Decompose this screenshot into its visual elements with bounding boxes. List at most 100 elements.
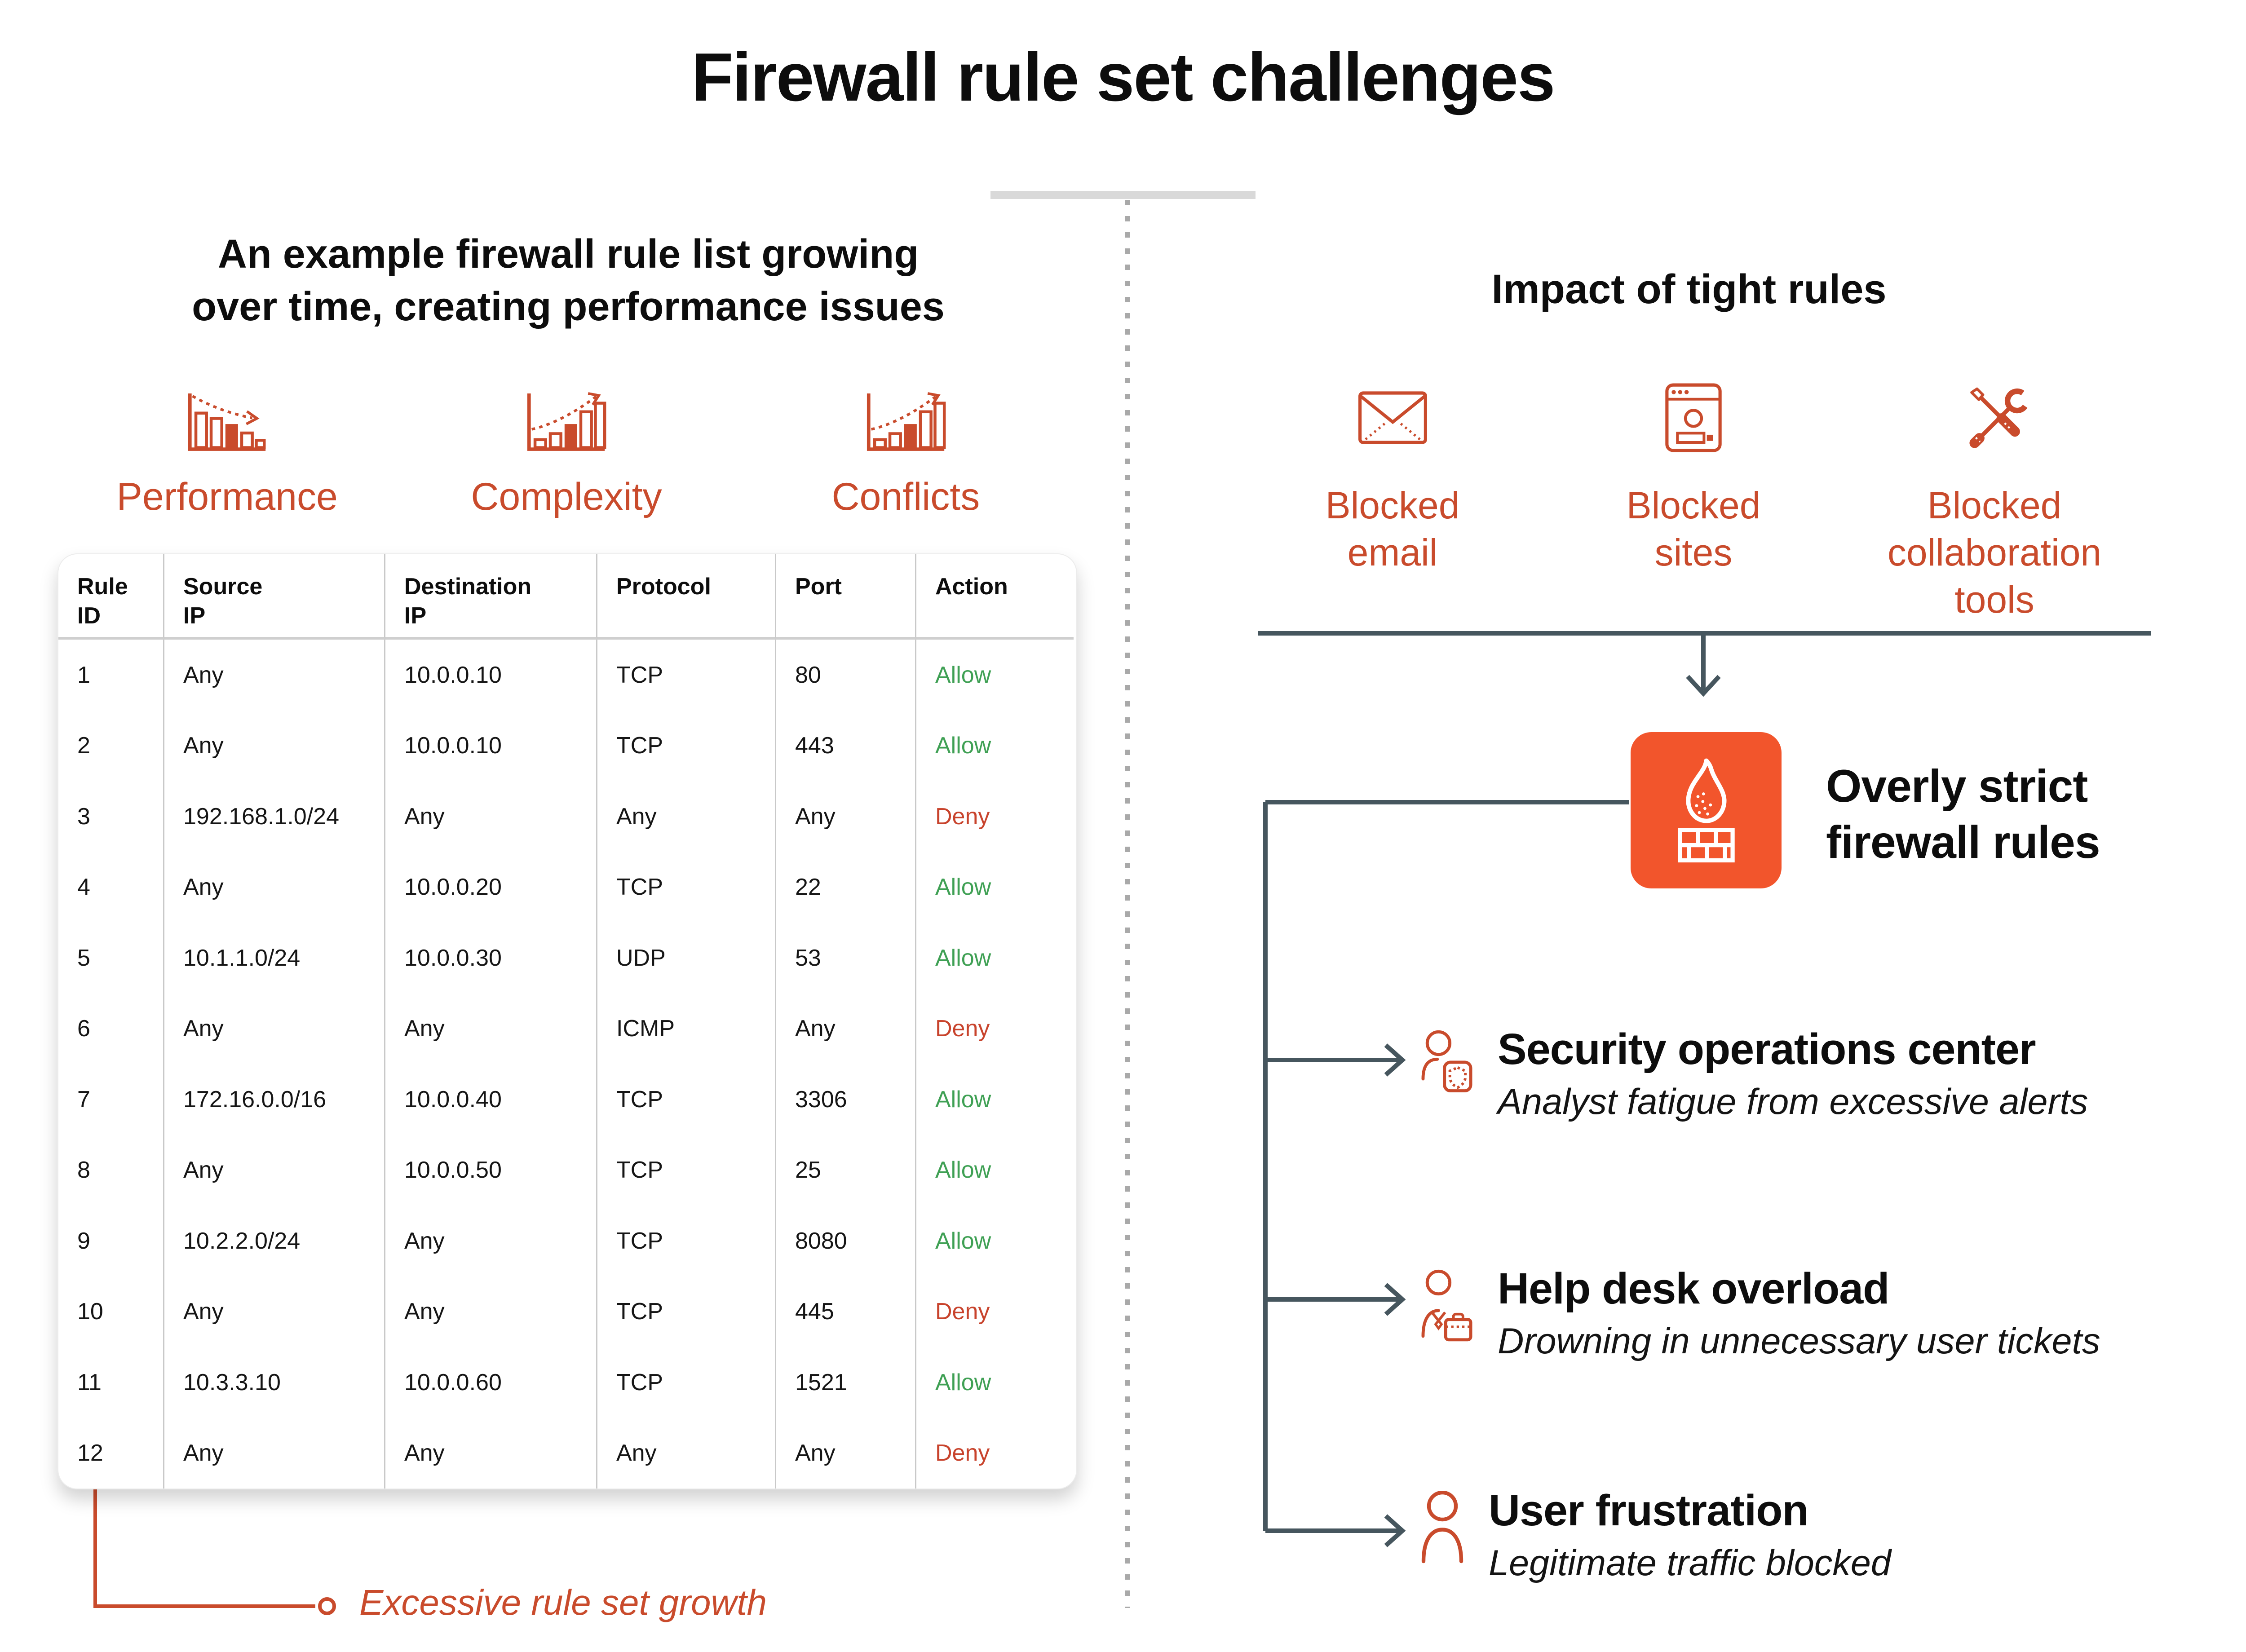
table-cell: Any	[776, 781, 916, 852]
table-cell: 3306	[776, 1064, 916, 1135]
table-cell: Any	[597, 781, 776, 852]
table-cell: 10.0.0.10	[385, 640, 597, 711]
table-cell: 12	[58, 1418, 164, 1489]
outcome-subtitle: Legitimate traffic blocked	[1489, 1542, 1891, 1583]
table-cell: Any	[164, 1135, 385, 1206]
table-cell: 10.2.2.0/24	[164, 1206, 385, 1277]
column-header: Source IP	[164, 554, 385, 640]
table-cell: Any	[164, 710, 385, 781]
impact-label: Blocked email	[1325, 484, 1460, 574]
declining-bar-chart-icon	[183, 384, 271, 456]
action-cell: Deny	[935, 803, 990, 830]
table-cell: Any	[385, 993, 597, 1064]
table-cell: 1	[58, 640, 164, 711]
table-cell: 80	[776, 640, 916, 711]
table-cell: 10.0.0.50	[385, 1135, 597, 1206]
table-cell: Any	[164, 993, 385, 1064]
table-cell: 172.16.0.0/16	[164, 1064, 385, 1135]
growth-annotation: Excessive rule set growth	[359, 1582, 767, 1622]
action-cell: Allow	[935, 1228, 991, 1254]
outcome-text: Security operations center Analyst fatig…	[1498, 1026, 2088, 1123]
table-cell: 10.3.3.10	[164, 1347, 385, 1418]
table-cell: TCP	[597, 640, 776, 711]
table-cell: 22	[776, 852, 916, 923]
action-cell: Allow	[935, 662, 991, 688]
user-icon	[1421, 1491, 1463, 1564]
outcome-title: Security operations center	[1498, 1025, 2036, 1073]
table-cell: TCP	[597, 1064, 776, 1135]
outcome-text: Help desk overload Drowning in unnecessa…	[1498, 1266, 2100, 1362]
table-cell: TCP	[597, 1347, 776, 1418]
metric-label: Complexity	[471, 475, 662, 518]
table-cell: Any	[164, 640, 385, 711]
table-cell: Any	[385, 1206, 597, 1277]
table-cell: 7	[58, 1064, 164, 1135]
table-cell: TCP	[597, 1135, 776, 1206]
action-cell: Deny	[935, 1299, 990, 1325]
table-cell: Any	[776, 1418, 916, 1489]
table-cell: Any	[164, 852, 385, 923]
growth-connector-line	[93, 1488, 336, 1615]
title-underline	[990, 191, 1256, 199]
table-cell: 3	[58, 781, 164, 852]
table-cell: Any	[776, 993, 916, 1064]
column-header: Protocol	[597, 554, 776, 640]
table-cell: 10.0.0.40	[385, 1064, 597, 1135]
table-cell: 10.0.0.10	[385, 710, 597, 781]
blocked-email-icon	[1356, 380, 1430, 456]
table-cell: 8	[58, 1135, 164, 1206]
table-cell: 2	[58, 710, 164, 781]
outcome-user-frustration: User frustration Legitimate traffic bloc…	[1419, 1488, 1891, 1584]
cause-title: Overly strict firewall rules	[1826, 760, 2100, 868]
table-cell: TCP	[597, 1206, 776, 1277]
column-header: Destination IP	[385, 554, 597, 640]
table-cell: 1521	[776, 1347, 916, 1418]
table-cell: 10.0.0.30	[385, 923, 597, 994]
table-cell: Any	[597, 1418, 776, 1489]
table-cell: 11	[58, 1347, 164, 1418]
rising-bar-chart-icon	[862, 384, 950, 456]
action-cell: Allow	[935, 1157, 991, 1184]
impact-label: Blocked collaboration tools	[1887, 484, 2102, 621]
table-cell: Any	[385, 781, 597, 852]
helpdesk-briefcase-icon	[1421, 1269, 1472, 1342]
page-title: Firewall rule set challenges	[691, 39, 1556, 115]
section-divider	[1125, 200, 1130, 1608]
table-cell: 8080	[776, 1206, 916, 1277]
action-cell: Deny	[935, 1440, 990, 1466]
firewall-icon	[1677, 758, 1735, 862]
table-cell: 10.1.1.0/24	[164, 923, 385, 994]
analyst-shield-icon	[1421, 1030, 1472, 1092]
table-cell: 4	[58, 852, 164, 923]
blocked-sites-icon	[1664, 380, 1723, 456]
column-header: Action	[916, 554, 1074, 640]
metric-label: Conflicts	[831, 475, 980, 518]
metric-conflicts: Conflicts	[736, 384, 1075, 519]
table-cell: Any	[385, 1276, 597, 1347]
table-cell: TCP	[597, 852, 776, 923]
impact-blocked-email: Blocked email	[1242, 380, 1543, 623]
impact-label: Blocked sites	[1626, 484, 1761, 574]
metric-performance: Performance	[57, 384, 397, 519]
action-cell: Allow	[935, 945, 991, 971]
outcome-subtitle: Analyst fatigue from excessive alerts	[1498, 1081, 2088, 1122]
action-cell: Deny	[935, 1016, 990, 1042]
action-cell: Allow	[935, 1086, 991, 1113]
table-cell: 6	[58, 993, 164, 1064]
table-cell: Any	[164, 1276, 385, 1347]
overly-strict-firewall-box	[1631, 732, 1782, 888]
outcome-help-desk-overload: Help desk overload Drowning in unnecessa…	[1419, 1266, 2100, 1362]
table-cell: 10	[58, 1276, 164, 1347]
table-cell: UDP	[597, 923, 776, 994]
outcome-title: Help desk overload	[1498, 1264, 1889, 1313]
action-cell: Allow	[935, 874, 991, 901]
table-cell: TCP	[597, 710, 776, 781]
table-cell: 9	[58, 1206, 164, 1277]
column-header: Port	[776, 554, 916, 640]
table-cell: 10.0.0.20	[385, 852, 597, 923]
outcome-security-operations-center: Security operations center Analyst fatig…	[1419, 1026, 2088, 1123]
outcome-subtitle: Drowning in unnecessary user tickets	[1498, 1321, 2100, 1361]
